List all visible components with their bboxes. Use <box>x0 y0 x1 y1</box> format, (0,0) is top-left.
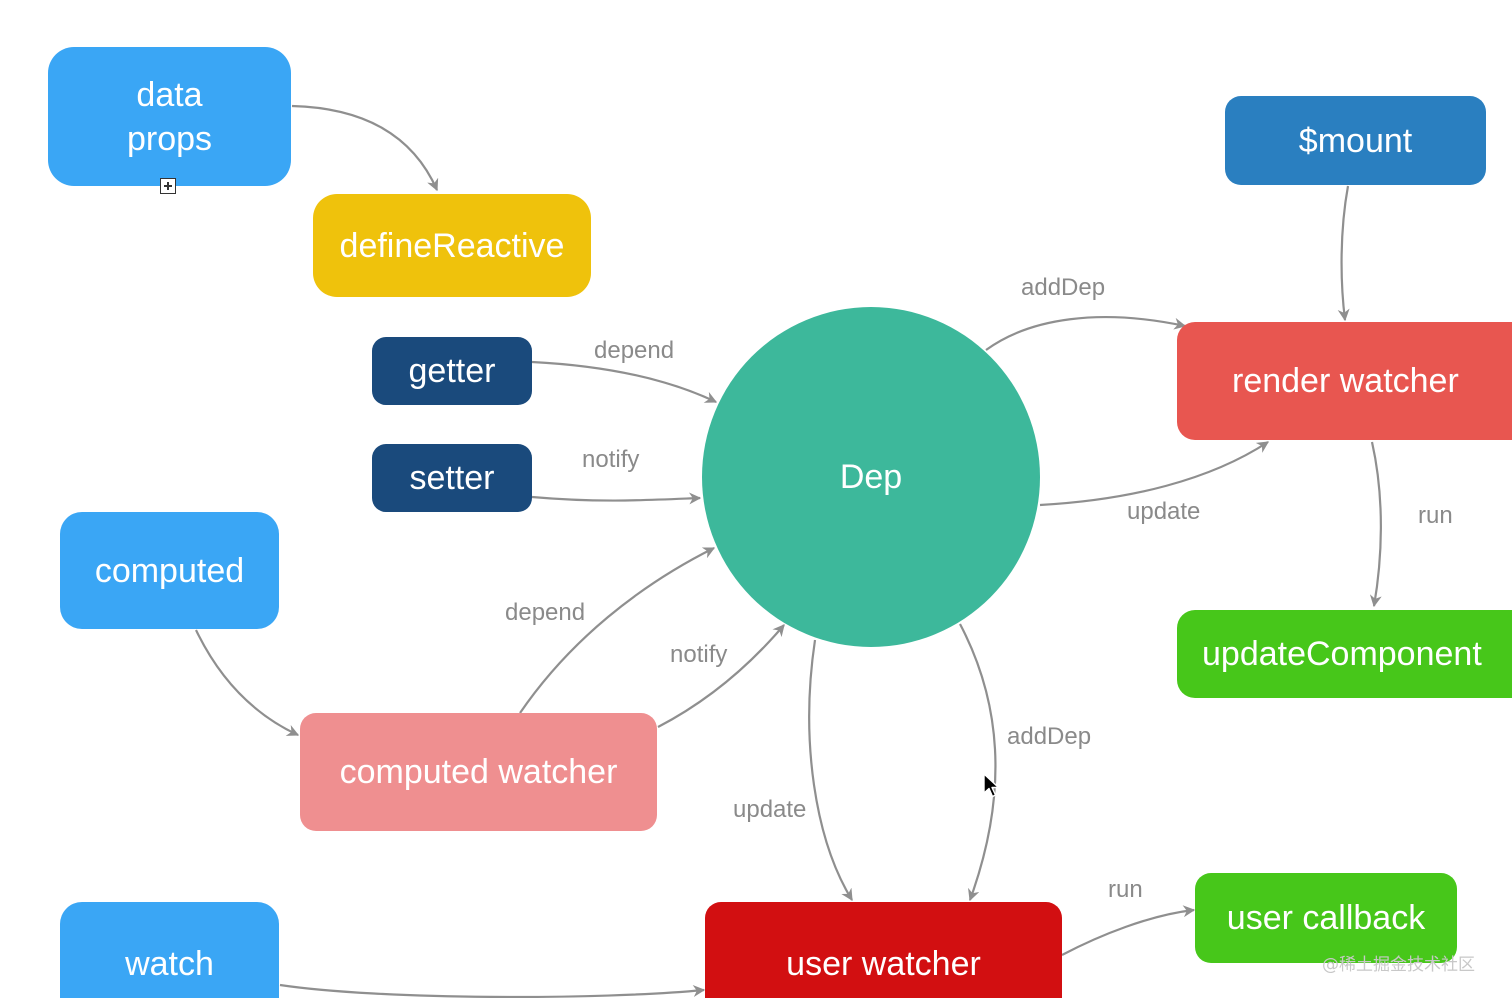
data-props-line-1: data <box>136 75 203 114</box>
watch-node[interactable]: watch <box>60 902 279 998</box>
computed-watcher-node[interactable]: computed watcher <box>300 713 657 831</box>
arrow-user-watcher-run <box>1061 905 1196 956</box>
arrow-data-props-to-definereactive <box>291 104 439 192</box>
arrow-dep-adddep-user-watcher <box>959 623 997 902</box>
data-props-node[interactable]: data props <box>48 47 291 186</box>
user-callback-label: user callback <box>1226 899 1426 937</box>
arrow-render-watcher-run <box>1369 441 1382 608</box>
edge-label-computed-notify: notify <box>670 641 728 668</box>
user-callback-node[interactable]: user callback <box>1195 873 1457 963</box>
user-watcher-label: user watcher <box>786 945 981 983</box>
edge-label-user-run: run <box>1108 876 1143 903</box>
arrow-dep-adddep-render-watcher <box>985 316 1187 351</box>
dep-node[interactable]: Dep <box>702 307 1040 647</box>
arrow-computed-watcher-depend <box>519 547 716 714</box>
getter-label: getter <box>408 352 496 390</box>
dep-label: Dep <box>839 458 903 496</box>
arrow-dep-update-user-watcher <box>808 639 853 902</box>
watermark: @稀土掘金技术社区 <box>1322 955 1475 975</box>
user-watcher-node[interactable]: user watcher <box>705 902 1062 998</box>
update-component-label: updateComponent <box>1202 635 1482 673</box>
edge-label-getter-depend: depend <box>594 337 675 364</box>
arrow-computed-to-computed-watcher <box>195 629 300 736</box>
mount-label: $mount <box>1298 121 1413 160</box>
data-props-line-2: props <box>126 119 213 158</box>
setter-node[interactable]: setter <box>372 444 532 512</box>
edge-label-dep-adddep-render: addDep <box>1021 274 1106 301</box>
setter-label: setter <box>409 459 495 497</box>
arrow-getter-to-dep <box>531 360 718 403</box>
mount-node[interactable]: $mount <box>1225 96 1486 185</box>
definereactive-label: defineReactive <box>339 226 565 265</box>
edge-label-computed-depend: depend <box>505 599 586 626</box>
edge-label-render-run: run <box>1418 502 1453 529</box>
edge-label-user-update: update <box>733 796 807 823</box>
getter-node[interactable]: getter <box>372 337 532 405</box>
render-watcher-label: render watcher <box>1232 362 1459 400</box>
render-watcher-node[interactable]: render watcher <box>1177 322 1512 440</box>
expand-icon[interactable] <box>160 178 176 194</box>
update-component-node[interactable]: updateComponent <box>1177 610 1512 698</box>
definereactive-node[interactable]: defineReactive <box>313 194 591 297</box>
computed-watcher-label: computed watcher <box>339 753 618 791</box>
edge-label-user-adddep: addDep <box>1007 723 1092 750</box>
arrow-setter-to-dep <box>531 492 702 505</box>
arrow-mount-to-render-watcher <box>1337 185 1350 322</box>
watch-label: watch <box>125 945 214 983</box>
arrow-watch-to-user-watcher <box>279 983 706 998</box>
edge-label-setter-notify: notify <box>582 446 640 473</box>
edge-label-dep-update-render: update <box>1127 498 1201 525</box>
arrow-dep-update-render-watcher <box>1039 441 1270 507</box>
computed-node[interactable]: computed <box>60 512 279 629</box>
mouse-cursor-icon <box>983 773 1000 798</box>
computed-label: computed <box>94 551 245 590</box>
